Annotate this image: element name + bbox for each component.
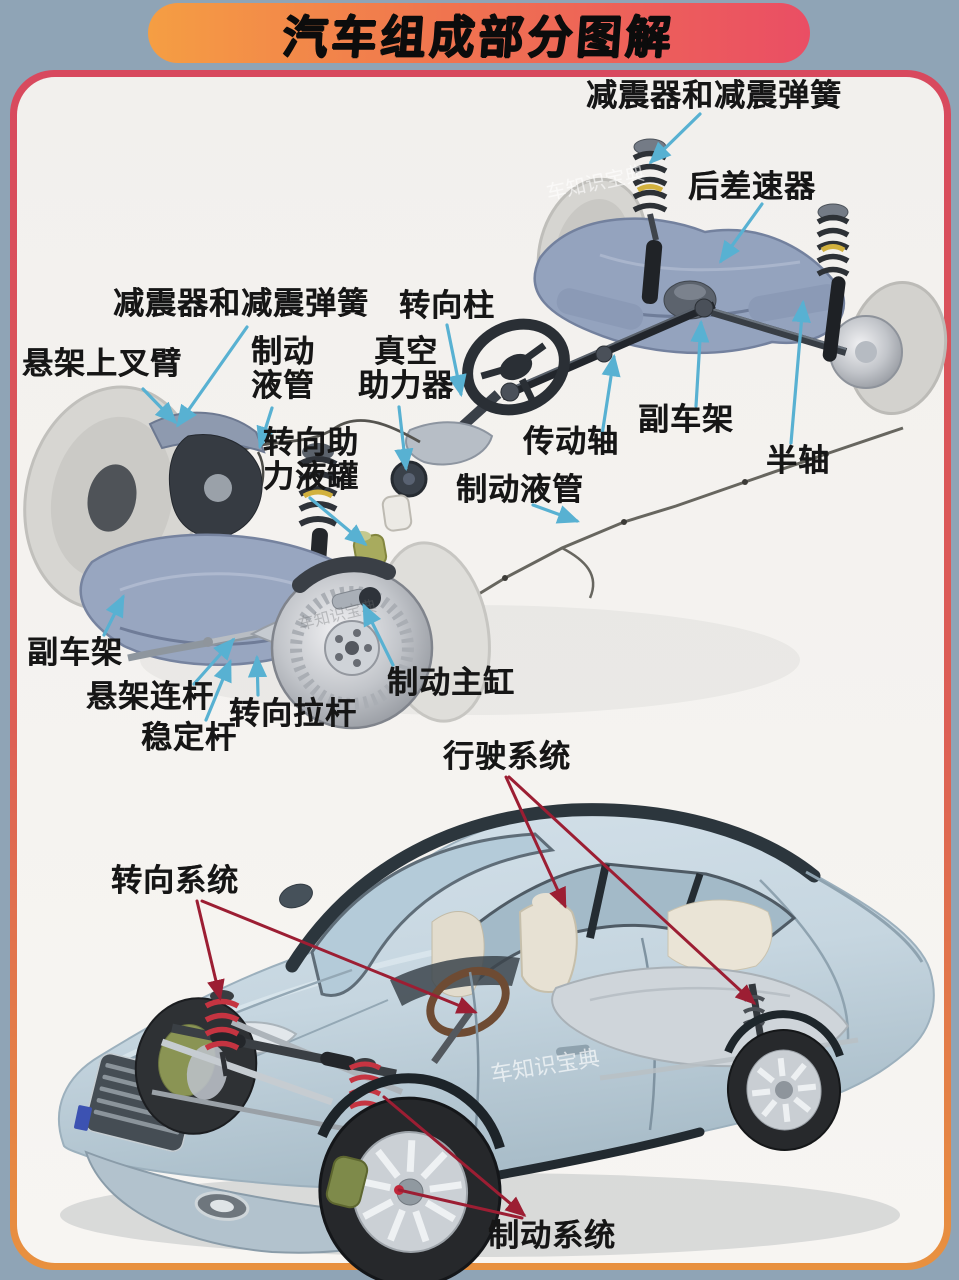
car-illustration: 车知识宝典 [57, 803, 935, 1280]
label-brake-system: 制动系统 [488, 1218, 616, 1253]
label-drive-shaft: 传动轴 [523, 424, 619, 459]
label-driving-system: 行驶系统 [443, 739, 571, 774]
leader-lines-chassis [102, 112, 811, 722]
label-rear-differential: 后差速器 [688, 169, 816, 204]
page-title: 汽车组成部分图解 [148, 3, 810, 63]
leader-lines-car [195, 775, 757, 1220]
rear-strut-right [816, 203, 850, 362]
label-steering-tie-rod: 转向拉杆 [229, 696, 357, 731]
label-suspension-upper-wishbone: 悬架上叉臂 [22, 346, 182, 381]
label-steering-system: 转向系统 [111, 863, 239, 898]
rear-wheel [726, 1029, 842, 1151]
label-subframe-rear: 副车架 [638, 402, 734, 437]
label-brake-fluid-pipe-upper: 制动 液管 [251, 334, 315, 404]
steering-wheel [462, 318, 570, 416]
label-vacuum-booster: 真空 助力器 [358, 334, 454, 404]
label-half-shaft: 半轴 [766, 443, 830, 478]
chassis-illustration: 车知识宝典 车知识宝典 [23, 138, 948, 730]
label-shock-absorber-and-spring-rear: 减震器和减震弹簧 [586, 78, 842, 113]
label-brake-fluid-pipe-lower: 制动液管 [456, 472, 584, 507]
label-steering-power-fluid-reservoir: 转向助 力液罐 [263, 425, 359, 495]
page-title-text: 汽车组成部分图解 [280, 11, 677, 63]
label-subframe-front: 副车架 [27, 635, 123, 670]
label-shock-absorber-and-spring-front: 减震器和减震弹簧 [113, 286, 369, 321]
label-suspension-link: 悬架连杆 [86, 679, 214, 714]
label-stabilizer-bar: 稳定杆 [141, 720, 237, 755]
label-brake-master-cylinder: 制动主缸 [387, 665, 515, 700]
label-steering-column: 转向柱 [399, 288, 495, 323]
